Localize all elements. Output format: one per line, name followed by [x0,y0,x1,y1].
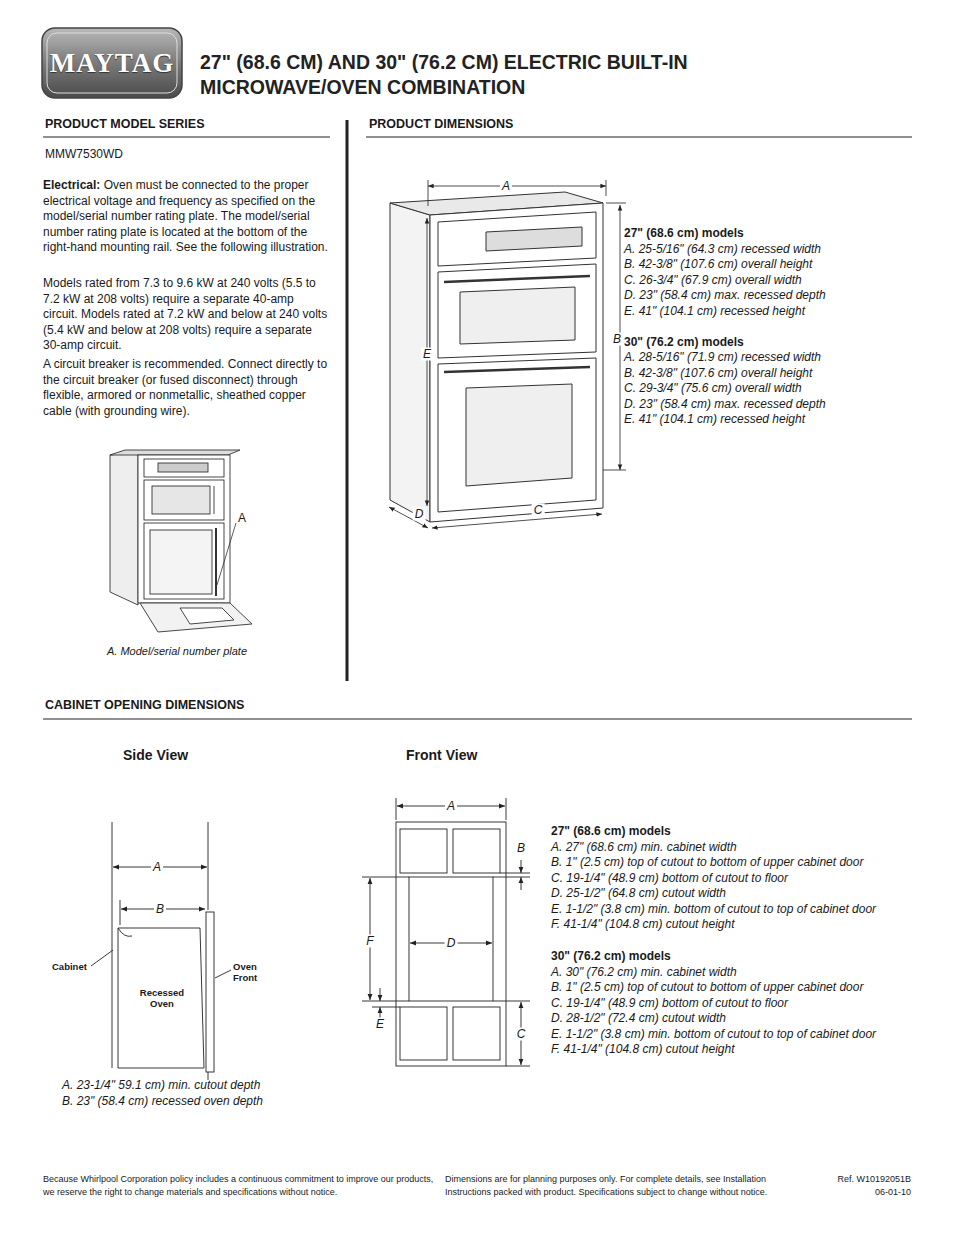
dimension-note: B. 1" (2.5 cm) top of cutout to bottom o… [551,855,863,871]
dimension-letter: D [413,508,426,521]
dimension-note: F. 41-1/4" (104.8 cm) cutout height [551,1042,734,1058]
body-paragraph: A circuit breaker is recommended. Connec… [43,357,329,419]
dimension-letter: C [515,1028,528,1041]
dimension-note: A. 28-5/16" (71.9 cm) recessed width [624,350,821,366]
dimension-note: D. 28-1/2" (72.4 cm) cutout width [551,1011,726,1027]
dimension-note: A. 27" (68.6 cm) min. cabinet width [551,840,737,856]
dimension-note: E. 41" (104.1 cm) recessed height [624,412,805,428]
footer-note: Dimensions are for planning purposes onl… [445,1173,807,1198]
dimension-letter: A [500,180,512,193]
reference-number: 06-01-10 [875,1186,911,1199]
reference-number: Ref. W10192051B [837,1173,911,1186]
body-paragraph: Electrical: Oven must be connected to th… [43,178,329,256]
view-heading: Side View [123,748,188,764]
dimension-note: F. 41-1/4" (104.8 cm) cutout height [551,917,734,933]
section-heading: PRODUCT MODEL SERIES [45,117,205,133]
model-plate-illustration [110,450,252,632]
part-label: Cabinet [52,961,87,972]
dimension-letter: A [445,800,457,813]
callout-letter: A [238,511,246,527]
paragraph-lead: Electrical: [43,178,100,192]
dimension-letter: E [421,348,433,361]
model-number: MMW7530WD [45,147,123,163]
model-size-heading: 27" (68.6 cm) models [624,226,744,242]
dimension-letter: A [151,861,163,874]
dimension-note: C. 19-1/4" (48.9 cm) bottom of cutout to… [551,996,788,1012]
dimension-note: B. 42-3/8" (107.6 cm) overall height [624,257,812,273]
dimension-letter: B [611,333,623,346]
dimension-note: C. 26-3/4" (67.9 cm) overall width [624,273,802,289]
model-size-heading: 30" (76.2 cm) models [551,949,671,965]
section-heading: CABINET OPENING DIMENSIONS [45,698,244,714]
brand-logo: MAYTAG [50,48,175,78]
model-size-heading: 30" (76.2 cm) models [624,335,744,351]
figure-caption: A. Model/serial number plate [107,644,247,660]
side-view-drawing [91,822,231,1080]
footer-note: Because Whirlpool Corporation policy inc… [43,1173,435,1198]
dimension-note: C. 19-1/4" (48.9 cm) bottom of cutout to… [551,871,788,887]
dimension-letter: D [445,937,458,950]
dimension-note: A. 25-5/16" (64.3 cm) recessed width [624,242,821,258]
part-label: Recessed Oven [134,987,190,1009]
model-size-heading: 27" (68.6 cm) models [551,824,671,840]
dimension-letter: F [364,935,375,948]
dimension-note: B. 23" (58.4 cm) recessed oven depth [62,1094,263,1110]
dimension-letter: C [532,504,545,517]
dimension-note: E. 1-1/2" (3.8 cm) min. bottom of cutout… [551,1027,876,1043]
dimension-note: A. 23-1/4" 59.1 cm) min. cutout depth [62,1078,260,1094]
dimension-lines [389,180,626,528]
dimension-letter: B [154,903,166,916]
dimension-letter: E [374,1018,386,1031]
section-rules [43,120,912,719]
dimension-note: D. 25-1/2" (64.8 cm) cutout width [551,886,726,902]
dimension-note: A. 30" (76.2 cm) min. cabinet width [551,965,737,981]
dimension-note: E. 41" (104.1 cm) recessed height [624,304,805,320]
body-paragraph: Models rated from 7.3 to 9.6 kW at 240 v… [43,276,329,354]
dimension-note: B. 42-3/8" (107.6 cm) overall height [624,366,812,382]
section-heading: PRODUCT DIMENSIONS [369,117,513,133]
view-heading: Front View [406,748,477,764]
part-label: Oven Front [233,961,273,983]
maytag-logo [42,28,182,98]
front-view-drawing [362,798,530,1066]
dimension-note: B. 1" (2.5 cm) top of cutout to bottom o… [551,980,863,996]
dimension-note: D. 23" (58.4 cm) max. recessed depth [624,288,826,304]
page-title: 27" (68.6 CM) AND 30" (76.2 CM) ELECTRIC… [200,50,810,100]
dimension-note: E. 1-1/2" (3.8 cm) min. bottom of cutout… [551,902,876,918]
dimension-note: C. 29-3/4" (75.6 cm) overall width [624,381,802,397]
dimension-note: D. 23" (58.4 cm) max. recessed depth [624,397,826,413]
dimension-letter: B [515,842,527,855]
oven-illustration [390,192,603,522]
